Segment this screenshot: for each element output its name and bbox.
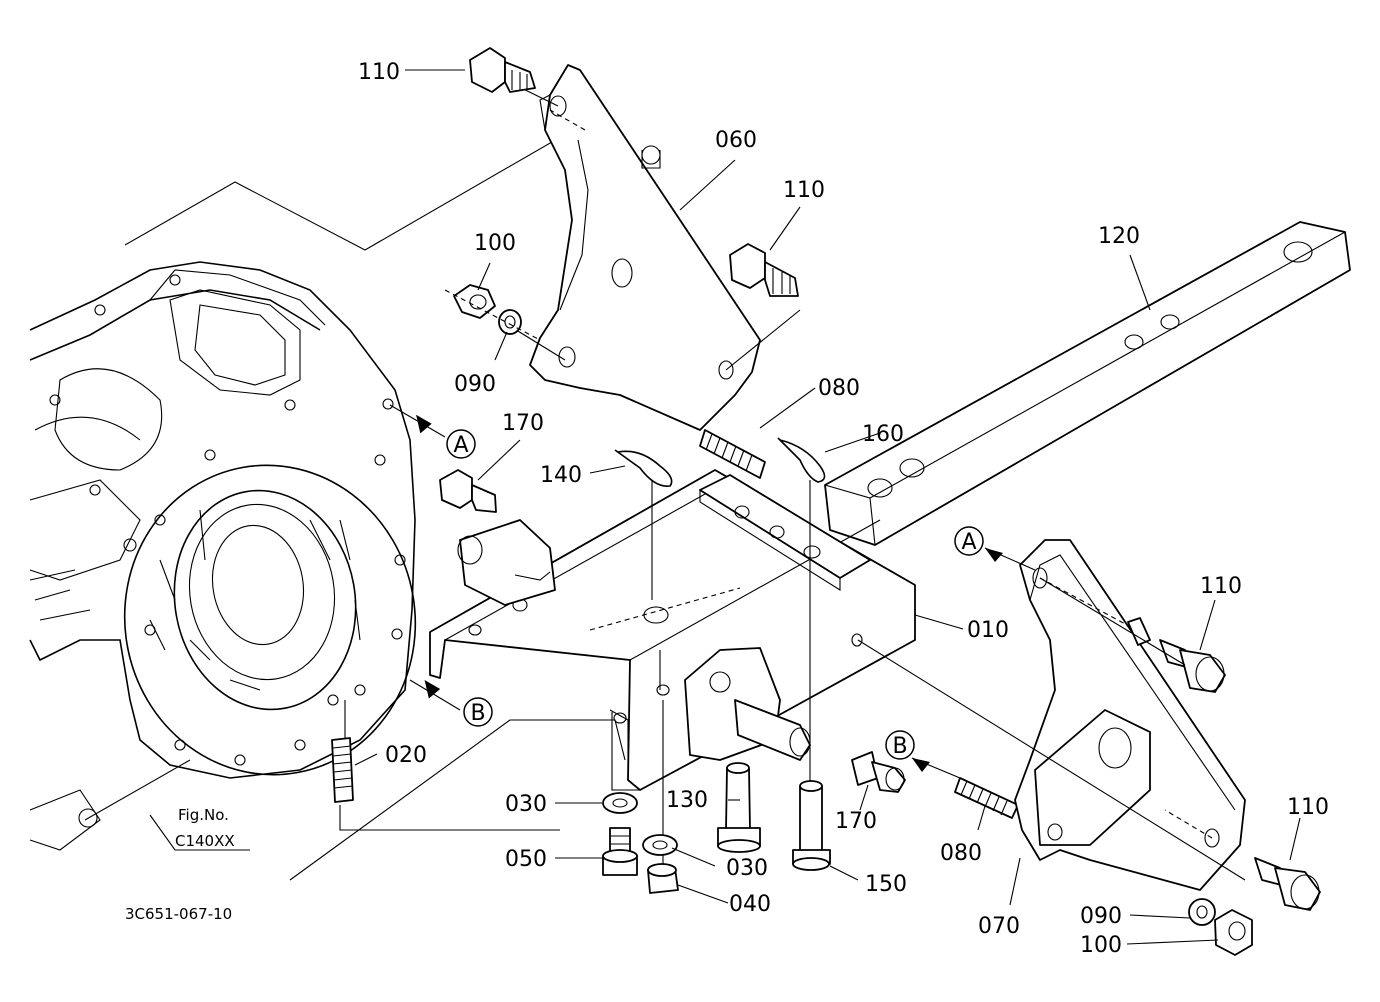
callout-110-right2: 110 [1287,795,1329,820]
r-pin-160 [777,437,826,800]
marker-b-left: B [470,701,485,726]
callout-170-top: 170 [502,411,544,436]
callout-100-right: 100 [1080,933,1122,958]
callout-130: 130 [666,788,708,813]
marker-a-right: A [961,530,976,555]
marker-arrow-a-left [389,404,476,459]
bolt-110-mid [729,243,799,297]
flat-bar-120 [824,221,1351,546]
nut-100-left [453,284,496,319]
callout-010: 010 [967,618,1009,643]
housing-bolt-holes [49,274,406,766]
callout-100-left: 100 [474,231,516,256]
spring-washer-090-right [1188,898,1216,926]
marker-arrow-a-right [954,526,1036,571]
callout-110-mid: 110 [783,178,825,203]
pin-lug-left [457,519,556,606]
transmission-housing [29,261,417,851]
leader-lines [84,69,1301,945]
drawbar-bracket-010 [429,469,916,870]
pin-150 [792,780,831,871]
washer-030-right [642,834,678,856]
bolt-170-bottom [851,751,906,793]
callout-090-right: 090 [1080,904,1122,929]
spring-washer-090-left [498,309,522,335]
bolt-050 [602,827,638,876]
spring-pin-020 [331,700,560,831]
callout-070: 070 [978,914,1020,939]
collar-nut-070 [1127,617,1151,646]
nut-100-right [1214,909,1253,956]
spring-pin-080-bottom [954,777,1019,819]
callout-080-top: 080 [818,376,860,401]
reference-outline-top [124,119,591,251]
callout-170-bottom: 170 [835,809,877,834]
pin-130 [717,762,761,853]
callout-030-left: 030 [505,792,547,817]
reference-outline-bottom [289,719,626,881]
bolt-170-top [439,469,497,513]
callout-060: 060 [715,128,757,153]
bolt-110-right2 [1254,857,1321,911]
callout-150: 150 [865,872,907,897]
bolt-110-top [469,47,536,93]
callout-090-left: 090 [454,372,496,397]
callout-110-top: 110 [358,60,400,85]
upper-bracket-060 [499,64,801,431]
callout-080-bottom: 080 [940,841,982,866]
assembly-line-2 [1039,577,1186,666]
callout-050: 050 [505,847,547,872]
callout-120: 120 [1098,224,1140,249]
marker-a-left: A [453,433,468,458]
callout-020: 020 [385,743,427,768]
washer-030-left [602,792,638,814]
callout-110-right1: 110 [1200,574,1242,599]
pin-lug-right [684,647,811,761]
callout-030-right: 030 [726,856,768,881]
lower-bracket-070 [1014,539,1246,891]
diagram-id: 3C651-067-10 [125,905,232,923]
callout-160: 160 [862,422,904,447]
callout-140: 140 [540,463,582,488]
r-pin-140 [614,449,673,600]
marker-b-right: B [892,734,907,759]
figure-reference-number: C140XX [175,832,235,850]
marker-arrow-b-right [885,730,961,779]
spring-pin-080-top [699,429,766,479]
marker-arrow-b-left [409,679,493,727]
bolt-110-right1 [1159,639,1226,693]
assembly-line-1 [857,639,1246,881]
nut-040 [647,863,679,894]
callout-040: 040 [729,892,771,917]
figure-reference-label: Fig.No. [178,806,229,824]
